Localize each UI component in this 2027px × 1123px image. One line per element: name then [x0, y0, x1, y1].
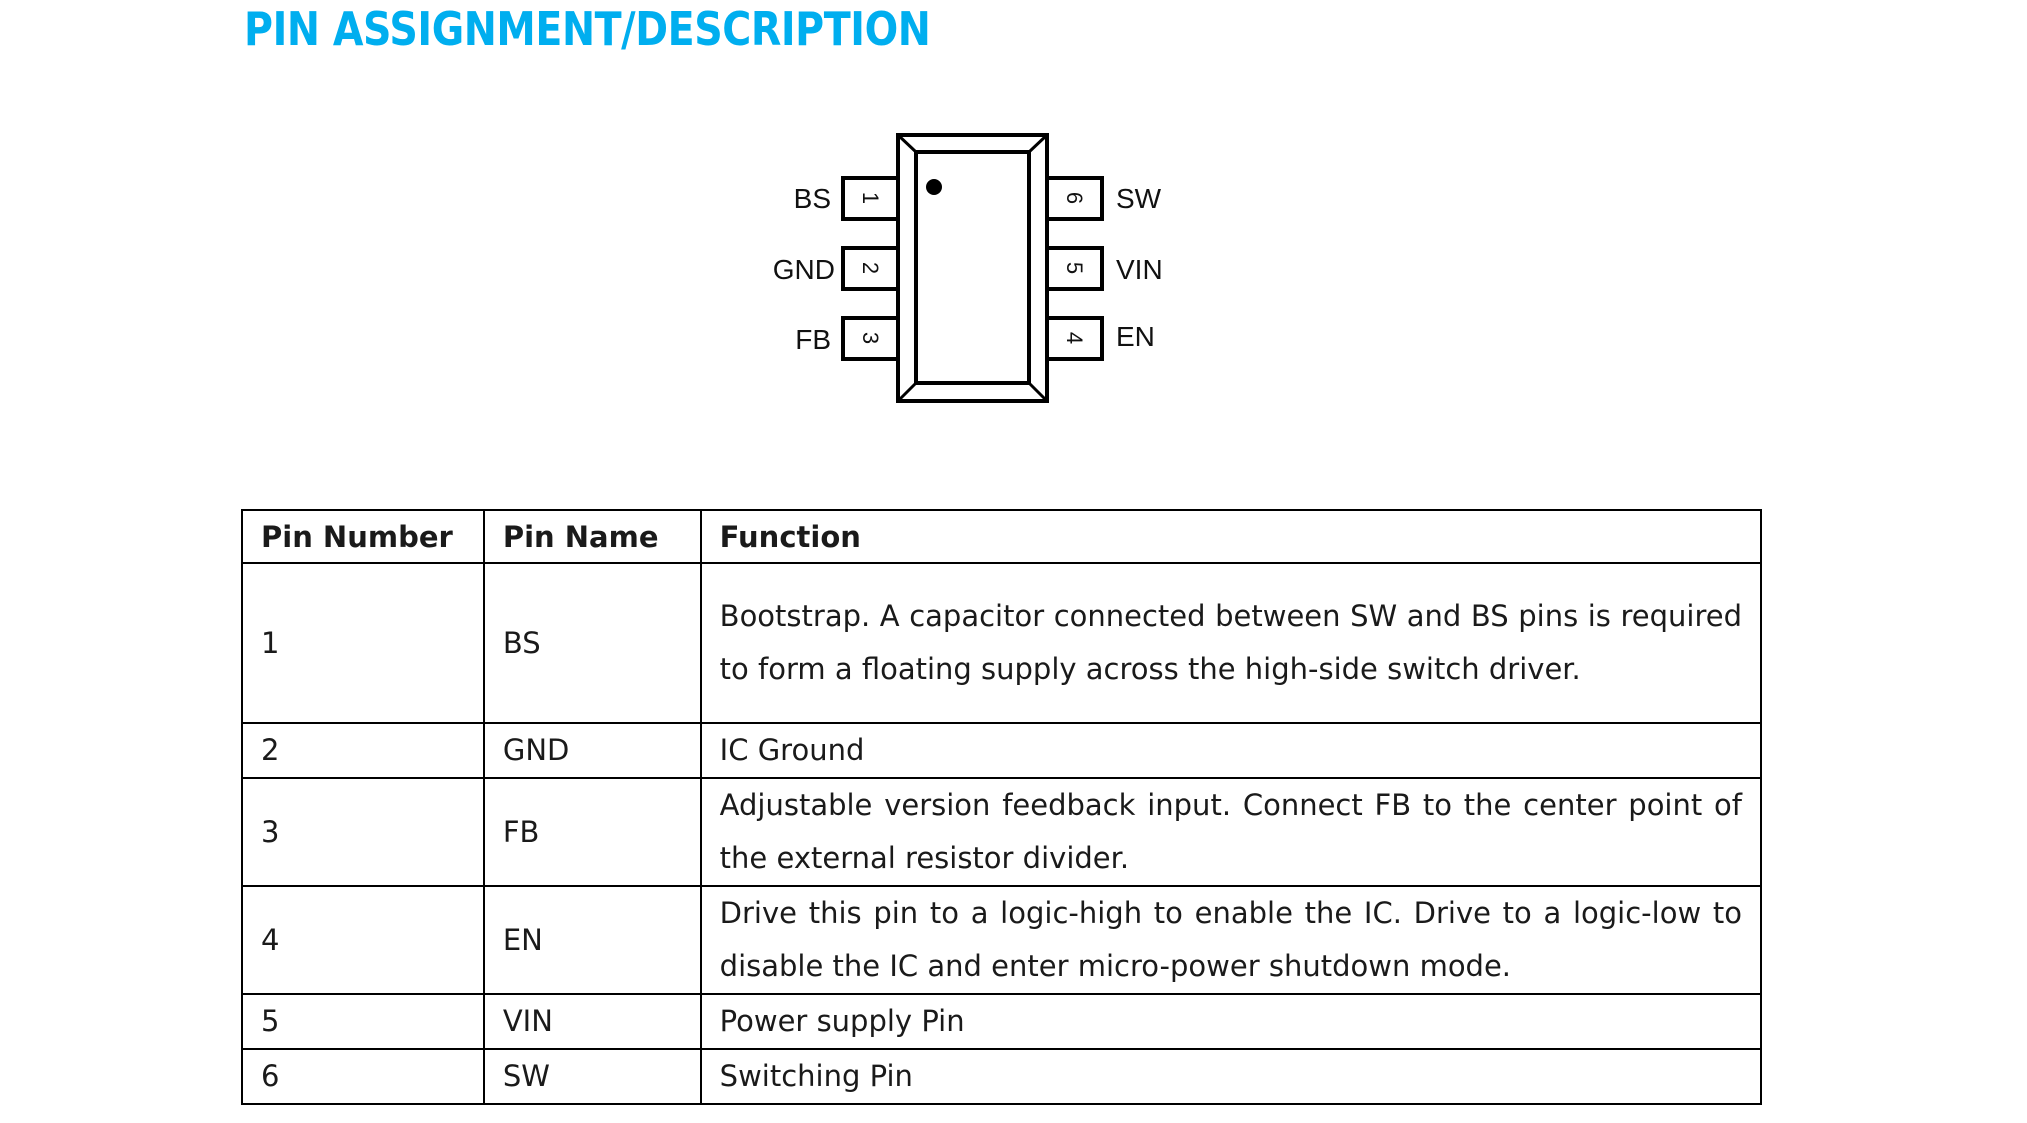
table-row: 4 EN Drive this pin to a logic-high to e… [241, 885, 1763, 995]
cell-pin-number: 5 [241, 993, 485, 1050]
section-title: PIN ASSIGNMENT/DESCRIPTION [244, 2, 931, 56]
pin-description-table: Pin Number Pin Name Function 1 BS Bootst… [241, 509, 1763, 1105]
cell-pin-name: FB [482, 777, 702, 887]
table-row: 1 BS Bootstrap. A capacitor connected be… [241, 562, 1763, 724]
ic-body-inner [914, 150, 1031, 385]
pin-label-fb: FB [795, 324, 831, 355]
pin-pad-1 [841, 176, 900, 221]
pin-label-bs: BS [793, 183, 831, 214]
header-pin-number: Pin Number [241, 509, 485, 564]
bevel-line [896, 381, 918, 403]
pin-label-sw: SW [1116, 183, 1162, 214]
table-row: 6 SW Switching Pin [241, 1048, 1763, 1105]
cell-pin-number: 3 [241, 777, 485, 887]
cell-pin-name: SW [482, 1048, 702, 1105]
bevel-line [896, 133, 918, 154]
cell-function: Power supply Pin [699, 993, 1763, 1050]
table-header-row: Pin Number Pin Name Function [241, 509, 1763, 564]
header-function: Function [699, 509, 1763, 564]
pin-number-3: 3 [858, 331, 883, 345]
pin-number-4: 4 [1062, 331, 1087, 345]
bevel-line [1027, 381, 1049, 403]
pin-pad-5 [1045, 246, 1104, 291]
pin-pad-4 [1045, 316, 1104, 361]
cell-function: Bootstrap. A capacitor connected between… [699, 562, 1763, 724]
table-row: 2 GND IC Ground [241, 722, 1763, 779]
pin-number-6: 6 [1062, 191, 1087, 205]
cell-function: IC Ground [699, 722, 1763, 779]
cell-pin-name: EN [482, 885, 702, 995]
cell-function: Switching Pin [699, 1048, 1763, 1105]
pin-label-gnd: GND [772, 254, 835, 285]
pin-number-5: 5 [1062, 261, 1087, 275]
pin-label-vin: VIN [1116, 254, 1163, 285]
pin-label-en: EN [1116, 321, 1155, 352]
cell-pin-name: BS [482, 562, 702, 724]
pin-pad-2 [841, 246, 900, 291]
cell-pin-number: 4 [241, 885, 485, 995]
cell-pin-number: 2 [241, 722, 485, 779]
pin-number-1: 1 [858, 191, 883, 205]
table-row: 5 VIN Power supply Pin [241, 993, 1763, 1050]
pin-pad-6 [1045, 176, 1104, 221]
cell-function: Adjustable version feedback input. Conne… [699, 777, 1763, 887]
pin-number-2: 2 [858, 261, 883, 275]
pin1-marker-dot [926, 179, 942, 195]
table-row: 3 FB Adjustable version feedback input. … [241, 777, 1763, 887]
cell-pin-number: 1 [241, 562, 485, 724]
ic-package-drawing [841, 133, 1104, 403]
header-pin-name: Pin Name [482, 509, 702, 564]
pin-diagram: 1 2 3 6 5 4 BS GND FB SW VIN EN [0, 0, 2027, 420]
cell-pin-name: VIN [482, 993, 702, 1050]
cell-pin-number: 6 [241, 1048, 485, 1105]
pin-pad-3 [841, 316, 900, 361]
cell-function: Drive this pin to a logic-high to enable… [699, 885, 1763, 995]
cell-pin-name: GND [482, 722, 702, 779]
bevel-line [1027, 133, 1049, 154]
